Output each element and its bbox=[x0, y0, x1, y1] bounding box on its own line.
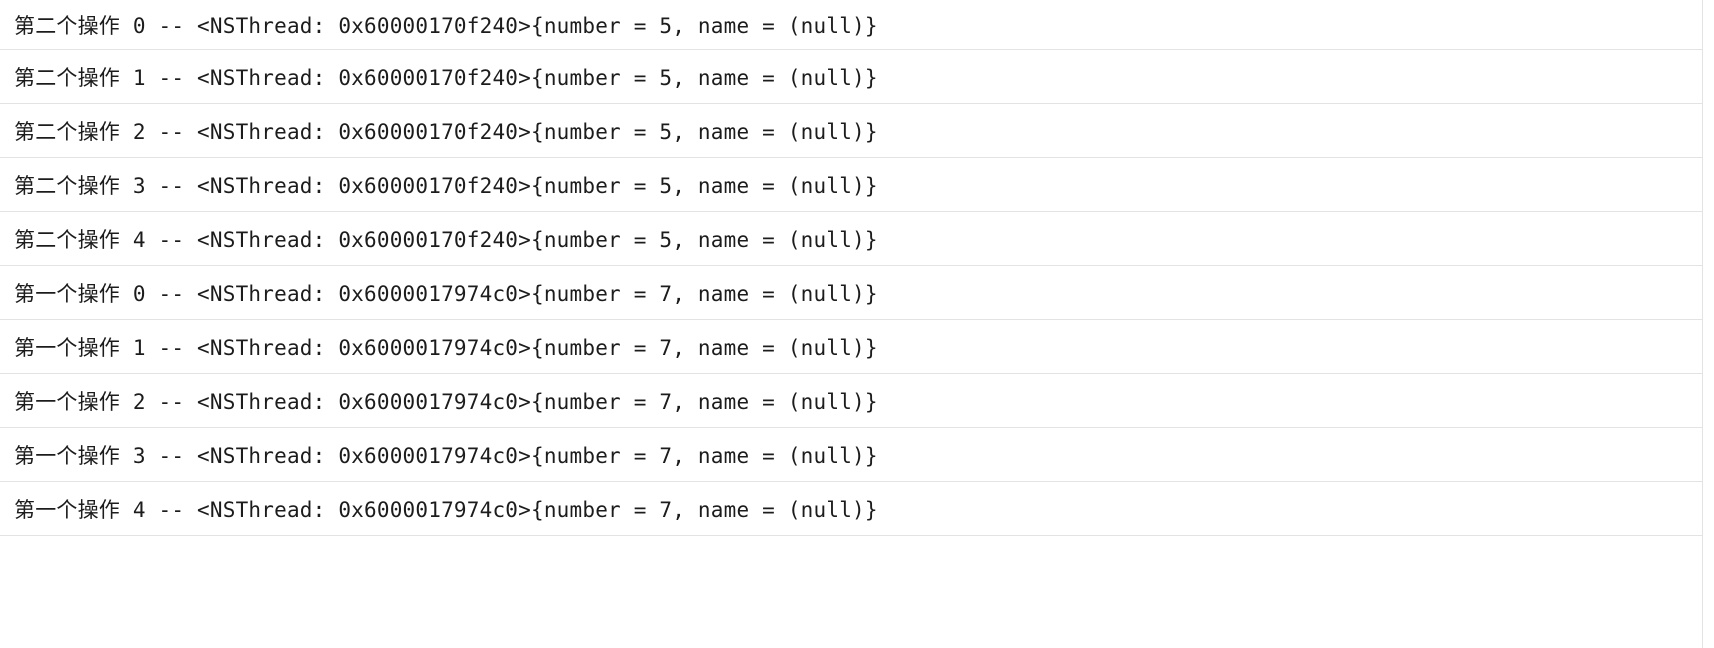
log-line: 第一个操作 2 -- <NSThread: 0x6000017974c0>{nu… bbox=[0, 374, 1702, 428]
log-line: 第一个操作 3 -- <NSThread: 0x6000017974c0>{nu… bbox=[0, 428, 1702, 482]
log-line: 第二个操作 1 -- <NSThread: 0x60000170f240>{nu… bbox=[0, 50, 1702, 104]
log-line: 第二个操作 0 -- <NSThread: 0x60000170f240>{nu… bbox=[0, 0, 1702, 50]
log-line: 第一个操作 0 -- <NSThread: 0x6000017974c0>{nu… bbox=[0, 266, 1702, 320]
log-line-text: 第二个操作 2 -- <NSThread: 0x60000170f240>{nu… bbox=[14, 119, 878, 144]
log-line: 第一个操作 1 -- <NSThread: 0x6000017974c0>{nu… bbox=[0, 320, 1702, 374]
log-line-text: 第二个操作 3 -- <NSThread: 0x60000170f240>{nu… bbox=[14, 173, 878, 198]
log-line: 第二个操作 2 -- <NSThread: 0x60000170f240>{nu… bbox=[0, 104, 1702, 158]
log-line: 第二个操作 4 -- <NSThread: 0x60000170f240>{nu… bbox=[0, 212, 1702, 266]
log-line-text: 第一个操作 1 -- <NSThread: 0x6000017974c0>{nu… bbox=[14, 335, 878, 360]
log-line-text: 第一个操作 3 -- <NSThread: 0x6000017974c0>{nu… bbox=[14, 443, 878, 468]
log-line-text: 第二个操作 1 -- <NSThread: 0x60000170f240>{nu… bbox=[14, 65, 878, 90]
log-line-text: 第一个操作 2 -- <NSThread: 0x6000017974c0>{nu… bbox=[14, 389, 878, 414]
log-line: 第一个操作 4 -- <NSThread: 0x6000017974c0>{nu… bbox=[0, 482, 1702, 536]
log-line-text: 第一个操作 4 -- <NSThread: 0x6000017974c0>{nu… bbox=[14, 497, 878, 522]
log-line-text: 第二个操作 4 -- <NSThread: 0x60000170f240>{nu… bbox=[14, 227, 878, 252]
log-line: 第二个操作 3 -- <NSThread: 0x60000170f240>{nu… bbox=[0, 158, 1702, 212]
log-line-text: 第二个操作 0 -- <NSThread: 0x60000170f240>{nu… bbox=[14, 13, 878, 38]
log-line-text: 第一个操作 0 -- <NSThread: 0x6000017974c0>{nu… bbox=[14, 281, 878, 306]
